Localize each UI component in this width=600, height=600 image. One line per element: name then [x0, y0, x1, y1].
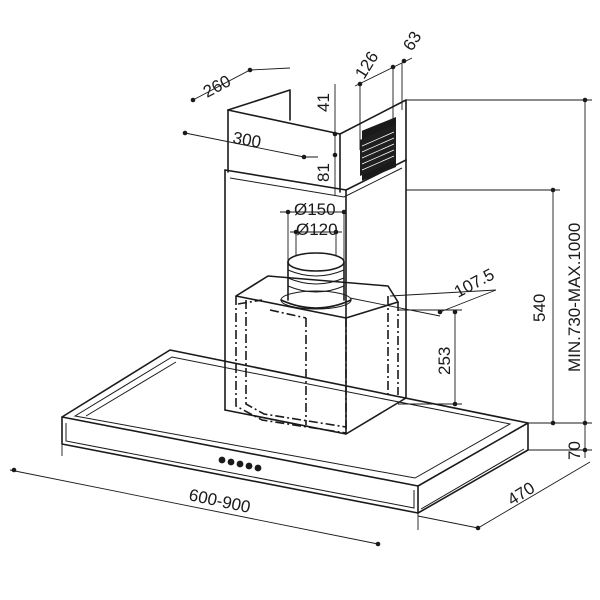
dim-253: 253: [398, 309, 462, 407]
bracket-height-label: 41: [314, 93, 333, 112]
motor-housing: [235, 275, 399, 434]
control-button: [254, 464, 262, 472]
duct: [280, 252, 352, 310]
flange-offset-label: 107.5: [451, 265, 497, 302]
dim-overall-height: MIN.730-MAX.1000 70: [406, 97, 592, 460]
vent-offset-label: 63: [399, 28, 425, 54]
motor-height-label: 253: [435, 347, 454, 375]
dim-107-5: 107.5: [349, 265, 497, 317]
dim-540: 540: [406, 187, 560, 426]
control-buttons: [218, 456, 262, 472]
bracket-lower-label: 81: [314, 163, 333, 182]
duct-inner-label: Ø120: [296, 220, 338, 239]
dim-duct: Ø150 Ø120: [280, 200, 347, 262]
canopy-depth-label: 470: [504, 478, 538, 509]
dim-260: 260: [190, 67, 291, 103]
control-button: [227, 458, 235, 466]
canopy-height-label: 70: [565, 441, 584, 460]
canopy: [61, 349, 529, 514]
control-button: [245, 462, 253, 470]
dim-canopy-width: 600-900: [9, 444, 419, 547]
chimney-width-label: 300: [231, 128, 262, 152]
dim-300: 300: [182, 110, 318, 160]
chimney-height-label: 540: [530, 294, 549, 322]
control-button: [236, 460, 244, 468]
vent-width-label: 126: [351, 48, 382, 82]
overall-height-label: MIN.730-MAX.1000: [565, 223, 584, 372]
chimney-depth-label: 260: [200, 71, 234, 101]
duct-outer-label: Ø150: [294, 200, 336, 219]
vent-grille: [360, 124, 396, 176]
dim-41-81: 41 81: [314, 84, 338, 196]
control-button: [218, 456, 226, 464]
